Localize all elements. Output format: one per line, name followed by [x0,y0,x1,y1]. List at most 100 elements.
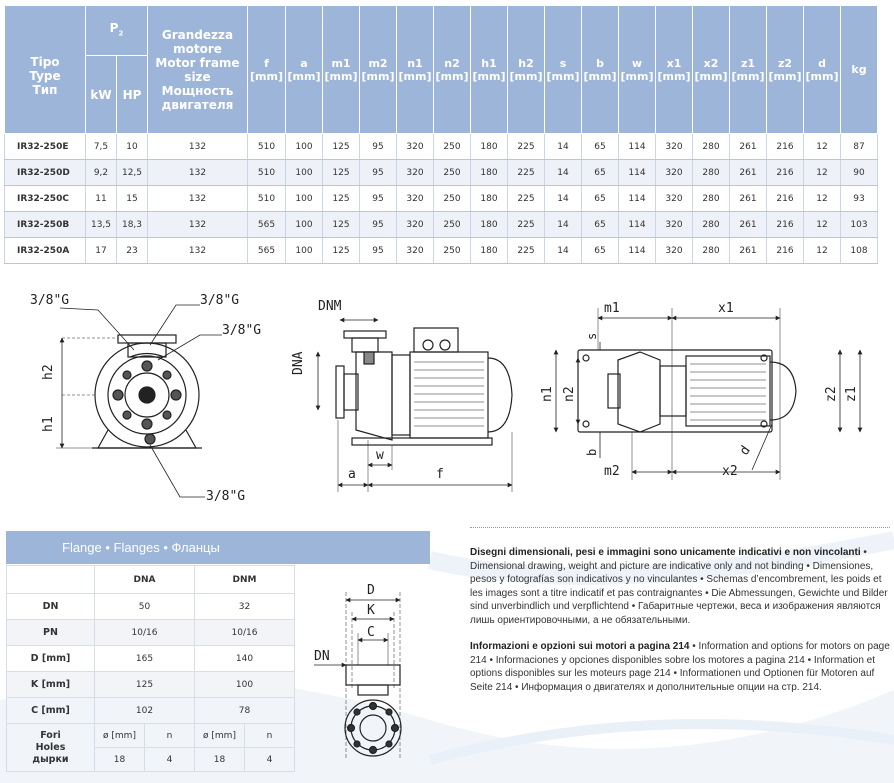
label-b: b [585,449,599,456]
notes-block: Disegni dimensionali, pesi e immagini so… [470,546,890,707]
flange-dna-value: 102 [94,697,195,724]
flange-title: Flange • Flanges • Фланцы [6,531,430,564]
table-cell: 320 [396,159,434,186]
table-cell: 320 [396,211,434,238]
table-cell: 216 [766,185,804,212]
pump-type-cell: IR32-250D [4,159,86,186]
header-type-it: Tipo [30,54,60,69]
table-cell: 125 [322,237,360,264]
table-cell: 14 [544,211,582,238]
dim-name: x2 [703,56,719,70]
dim-unit: [mm] [768,69,802,83]
label-x1: x1 [718,301,734,316]
label-3-8-g-top-left: 3/8"G [30,293,69,308]
note-motor-info-bold: Informazioni e opzioni sui motori a pagi… [470,641,690,652]
flange-row-label: C [mm] [6,697,95,724]
header-dim-h2: h2[mm] [507,5,545,134]
table-cell: 65 [581,133,619,160]
dim-unit: [mm] [731,69,765,83]
dim-name: n2 [444,56,460,70]
flange-col-dna: DNA [94,565,195,594]
table-cell: 320 [655,237,693,264]
flange-dnm-value: 140 [194,645,295,672]
label-w: w [376,448,384,463]
table-cell: 132 [147,133,248,160]
table-cell: 216 [766,211,804,238]
header-motor-l4: size [184,69,211,84]
note-motor-info: Informazioni e opzioni sui motori a pagi… [470,640,890,694]
table-cell: 280 [692,237,730,264]
table-cell: 12,5 [116,159,148,186]
dim-unit: [mm] [694,69,728,83]
pump-type-cell: IR32-250C [4,185,86,212]
table-cell: 95 [359,133,397,160]
table-cell: 250 [433,237,471,264]
header-type-ru: Тип [32,82,58,97]
pump-top-view [553,308,863,480]
note-motor-info-text: • Information and options for motors on … [470,641,890,693]
label-3-8-g-top-right: 3/8"G [200,293,239,308]
header-motor-size: Grandezza motore Motor frame size Мощнос… [147,5,248,134]
table-cell: 100 [285,133,323,160]
pump-type-cell: IR32-250B [4,211,86,238]
dim-name: h2 [518,56,534,70]
label-D: D [367,583,375,598]
table-cell: 510 [247,133,286,160]
table-cell: 90 [840,159,878,186]
table-cell: 261 [729,185,767,212]
table-cell: 225 [507,185,545,212]
table-cell: 95 [359,211,397,238]
header-kg-label: kg [851,63,867,76]
label-h1: h1 [41,416,56,432]
dim-name: x1 [666,56,682,70]
dimensions-table: Tipo Type Тип P2 Grandezza motore Motor … [4,5,878,264]
table-cell: 132 [147,237,248,264]
table-cell: 225 [507,133,545,160]
table-cell: 225 [507,237,545,264]
table-cell: 125 [322,211,360,238]
label-h2: h2 [41,364,56,380]
table-cell: 216 [766,237,804,264]
technical-drawings: 3/8"G 3/8"G 3/8"G 3/8"G h2 h1 [30,293,863,504]
header-dim-x1: x1[mm] [655,5,693,134]
label-x2: x2 [722,464,738,479]
pump-type-cell: IR32-250E [4,133,86,160]
dim-unit: [mm] [509,69,543,83]
table-cell: 12 [803,211,841,238]
header-motor-l5: Мощность [161,83,234,98]
dim-unit: [mm] [472,69,506,83]
header-dim-z1: z1[mm] [729,5,767,134]
header-kw-label: kW [90,87,112,102]
table-cell: 132 [147,211,248,238]
dim-unit: [mm] [620,69,654,83]
note-disclaimer-text: • Dimensional drawing, weight and pictur… [470,547,888,626]
header-hp: HP [116,55,148,134]
table-cell: 225 [507,159,545,186]
label-m1: m1 [604,301,620,316]
header-dim-d: d[mm] [803,5,841,134]
dim-name: n1 [407,56,423,70]
table-cell: 100 [285,211,323,238]
flange-dna-value: 50 [94,593,195,620]
dim-unit: [mm] [546,69,580,83]
table-header: Tipo Type Тип P2 Grandezza motore Motor … [4,5,878,134]
notes-divider [470,527,890,528]
flange-dnm-value: 32 [194,593,295,620]
dim-unit: [mm] [287,69,321,83]
holes-dnm-n: 4 [244,747,295,772]
table-cell: 250 [433,185,471,212]
header-p2-sub: 2 [118,29,124,38]
header-dim-z2: z2[mm] [766,5,804,134]
dim-name: f [264,56,269,70]
dim-name: d [818,56,826,70]
dim-name: z1 [740,56,756,70]
table-cell: 12 [803,133,841,160]
label-s: s [585,333,599,340]
label-f: f [436,467,444,482]
label-K: K [367,603,375,618]
table-cell: 18,3 [116,211,148,238]
